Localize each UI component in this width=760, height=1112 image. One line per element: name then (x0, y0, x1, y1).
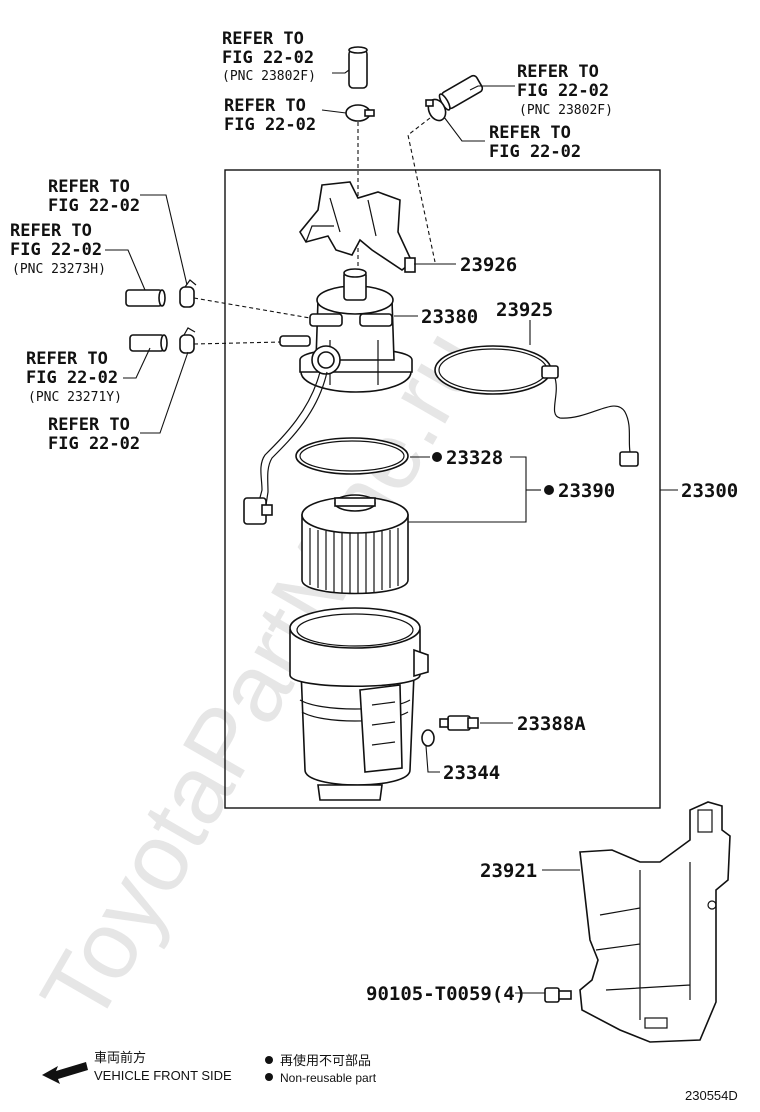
bracket-23926 (299, 181, 416, 273)
svg-text:FIG 22-02: FIG 22-02 (517, 81, 609, 101)
svg-text:(PNC 23802F): (PNC 23802F) (519, 103, 613, 118)
svg-text:REFER TO: REFER TO (10, 221, 92, 241)
clamp-top-right (425, 98, 447, 122)
svg-text:(PNC 23273H): (PNC 23273H) (12, 262, 106, 277)
svg-text:REFER TO: REFER TO (489, 123, 571, 143)
hose-left-upper (125, 289, 166, 307)
svg-text:REFER TO: REFER TO (48, 177, 130, 197)
bolt-90105 (544, 987, 572, 1003)
filter-bowl (289, 607, 429, 801)
refer-label-8: REFER TO FIG 22-02 (48, 415, 140, 454)
svg-text:REFER TO: REFER TO (26, 349, 108, 369)
svg-text:REFER TO: REFER TO (48, 415, 130, 435)
svg-text:FIG 22-02: FIG 22-02 (48, 434, 140, 454)
refer-label-4: REFER TO FIG 22-02 (489, 123, 581, 162)
clamp-left-upper (179, 279, 197, 308)
legend-front-direction: 車両前方 VEHICLE FRONT SIDE (42, 1050, 232, 1084)
o-ring-23328 (295, 437, 409, 475)
svg-text:車両前方: 車両前方 (94, 1050, 146, 1065)
svg-text:再使用不可部品: 再使用不可部品 (280, 1053, 371, 1068)
refer-label-5: REFER TO FIG 22-02 (48, 177, 140, 216)
refer-label-3: REFER TO FIG 22-02 (PNC 23802F) (517, 62, 613, 118)
nonreusable-dot-23390 (544, 485, 554, 495)
part-number-23921: 23921 (480, 860, 537, 882)
svg-text:REFER TO: REFER TO (224, 96, 306, 116)
clamp-top-center (345, 104, 375, 122)
o-ring-23344 (421, 729, 435, 747)
sensor-harness-left (243, 345, 341, 525)
part-number-23390: 23390 (558, 480, 615, 502)
svg-text:FIG 22-02: FIG 22-02 (224, 115, 316, 135)
part-number-23328: 23328 (446, 447, 503, 469)
bullet-icon (265, 1073, 273, 1081)
svg-text:(PNC 23271Y): (PNC 23271Y) (28, 390, 122, 405)
filter-element-23390 (301, 494, 409, 595)
bracket-23921 (579, 801, 731, 1043)
part-number-23388A: 23388A (517, 713, 586, 735)
svg-text:FIG 22-02: FIG 22-02 (48, 196, 140, 216)
refer-label-7: REFER TO FIG 22-02 (PNC 23271Y) (26, 349, 122, 405)
hose-left-lower (129, 334, 168, 352)
svg-text:FIG 22-02: FIG 22-02 (10, 240, 102, 260)
bullet-icon (265, 1056, 273, 1064)
part-number-23300: 23300 (681, 480, 738, 502)
nonreusable-dot-23328 (432, 452, 442, 462)
filter-head-23380 (279, 268, 413, 393)
drain-plug-23388A (439, 715, 479, 731)
svg-text:FIG 22-02: FIG 22-02 (222, 48, 314, 68)
refer-label-1: REFER TO FIG 22-02 (PNC 23802F) (222, 29, 316, 84)
arrow-left-icon (42, 1062, 88, 1084)
figure-id: 230554D (685, 1088, 738, 1103)
part-number-23344: 23344 (443, 762, 500, 784)
svg-text:REFER TO: REFER TO (222, 29, 304, 49)
refer-label-6: REFER TO FIG 22-02 (PNC 23273H) (10, 221, 106, 277)
legend-nonreusable: 再使用不可部品 Non-reusable part (265, 1053, 377, 1085)
svg-text:Non-reusable part: Non-reusable part (280, 1071, 377, 1085)
hose-top-center (348, 46, 368, 89)
svg-text:FIG 22-02: FIG 22-02 (26, 368, 118, 388)
part-number-23380: 23380 (421, 306, 478, 328)
svg-text:VEHICLE FRONT SIDE: VEHICLE FRONT SIDE (94, 1068, 232, 1083)
svg-text:(PNC 23802F): (PNC 23802F) (222, 69, 316, 84)
part-number-23926: 23926 (460, 254, 517, 276)
svg-text:REFER TO: REFER TO (517, 62, 599, 82)
svg-text:FIG 22-02: FIG 22-02 (489, 142, 581, 162)
refer-label-2: REFER TO FIG 22-02 (224, 96, 316, 135)
clamp-left-lower (179, 327, 196, 354)
sensor-wire-23925 (434, 345, 639, 467)
part-number-23925: 23925 (496, 299, 553, 321)
assembly-frame (224, 169, 661, 809)
part-number-90105: 90105-T0059(4) (366, 983, 526, 1005)
